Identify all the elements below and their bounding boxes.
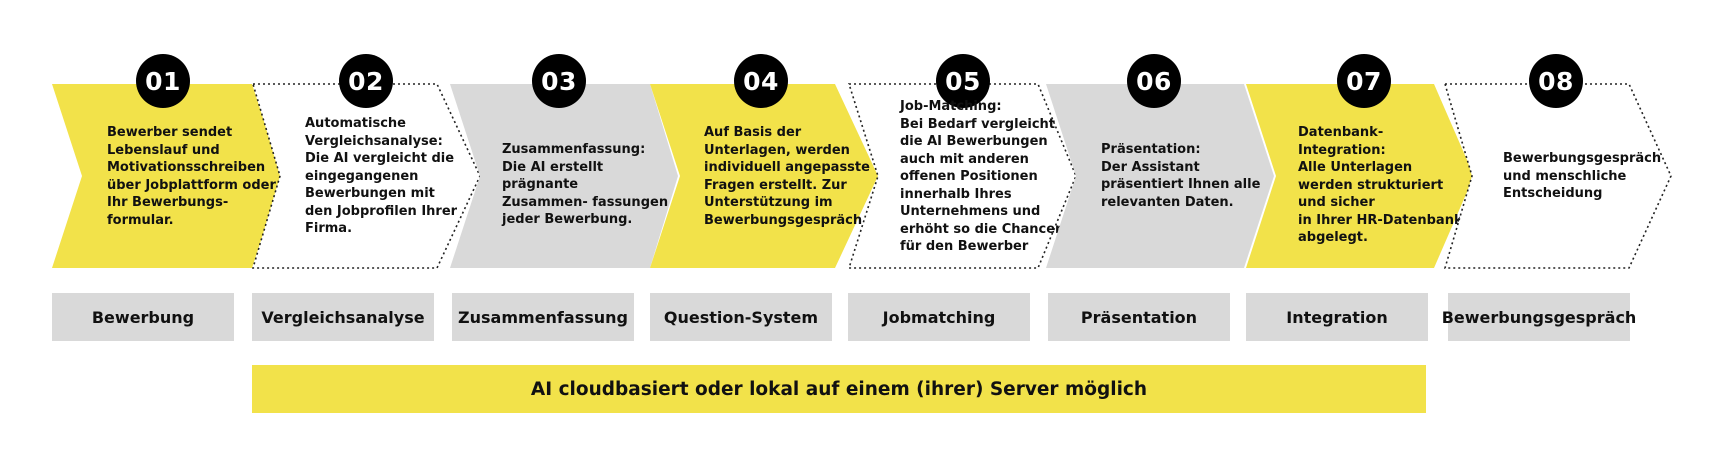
step-1: 01 Bewerber sendet Lebenslauf und Motiva…: [52, 0, 292, 290]
step-label-question-system: Question-System: [650, 293, 832, 341]
step-5: 05 Job-Matching: Bei Bedarf vergleicht d…: [848, 0, 1088, 290]
step-8: 08 Bewerbungsgespräch und menschliche En…: [1444, 0, 1684, 290]
step-number-badge: 08: [1529, 54, 1583, 108]
step-description: Bewerber sendet Lebenslauf und Motivatio…: [107, 125, 276, 228]
step-number-badge: 03: [532, 54, 586, 108]
step-label-zusammenfassung: Zusammenfassung: [452, 293, 634, 341]
step-label-bewerbungsgespraech: Bewerbungsgespräch: [1442, 293, 1636, 341]
step-label-vergleichsanalyse: Vergleichsanalyse: [252, 293, 434, 341]
chevron-shape: [450, 84, 678, 268]
step-2: 02 Automatische Vergleichsanalyse: Die A…: [252, 0, 492, 290]
step-description: Auf Basis der Unterlagen, werden individ…: [704, 125, 870, 228]
chevron-shape: [1444, 83, 1672, 269]
step-4: 04 Auf Basis der Unterlagen, werden indi…: [650, 0, 890, 290]
step-number-badge: 06: [1127, 54, 1181, 108]
step-number-badge: 01: [136, 54, 190, 108]
step-number-badge: 04: [734, 54, 788, 108]
step-3: 03 Zusammenfassung: Die AI erstellt präg…: [450, 0, 690, 290]
step-description: Bewerbungsgespräch und menschliche Entsc…: [1503, 151, 1662, 201]
step-description: Job-Matching: Bei Bedarf vergleicht die …: [900, 99, 1065, 254]
chevron-shape: [1046, 84, 1274, 268]
step-7: 07 Datenbank- Integration: Alle Unterlag…: [1246, 0, 1486, 290]
chevron-shape: [1246, 84, 1474, 268]
step-label-praesentation: Präsentation: [1048, 293, 1230, 341]
step-description: Zusammenfassung: Die AI erstellt prägnan…: [502, 142, 669, 227]
deployment-banner: AI cloudbasiert oder lokal auf einem (ih…: [252, 365, 1426, 413]
chevron-shape: [252, 83, 481, 269]
step-description: Präsentation: Der Assistant präsentiert …: [1101, 142, 1261, 210]
step-number-badge: 05: [936, 54, 990, 108]
chevron-shape: [650, 84, 878, 268]
step-number-badge: 07: [1337, 54, 1391, 108]
step-label-bewerbung: Bewerbung: [52, 293, 234, 341]
step-description: Datenbank- Integration: Alle Unterlagen …: [1298, 125, 1463, 245]
chevron-shape: [52, 84, 282, 268]
step-label-integration: Integration: [1246, 293, 1428, 341]
step-label-jobmatching: Jobmatching: [848, 293, 1030, 341]
step-description: Automatische Vergleichsanalyse: Die AI v…: [305, 116, 458, 236]
chevron-shape: [848, 83, 1077, 269]
step-number-badge: 02: [339, 54, 393, 108]
step-6: 06 Präsentation: Der Assistant präsentie…: [1046, 0, 1286, 290]
